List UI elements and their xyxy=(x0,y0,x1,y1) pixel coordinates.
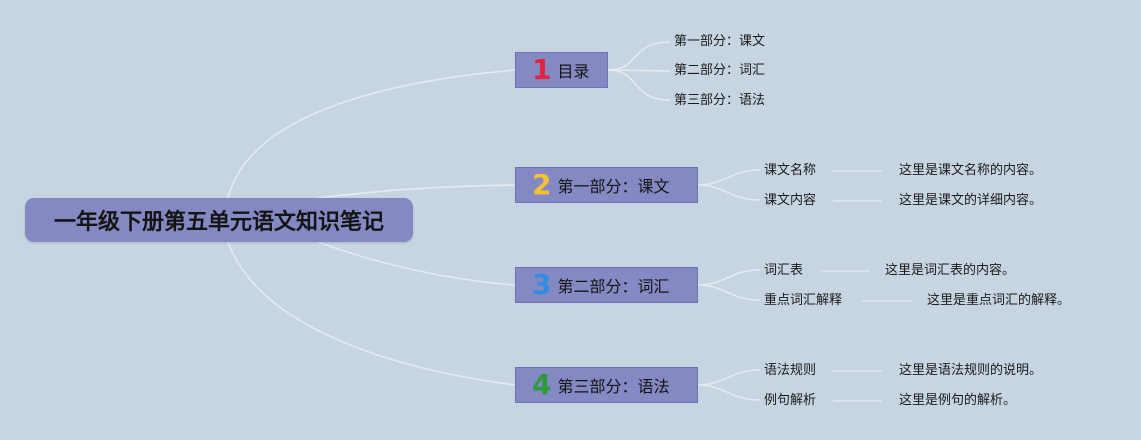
leaf-detail[interactable]: 这里是重点词汇的解释。 xyxy=(927,293,1071,308)
leaf-topic[interactable]: 第一部分：课文 xyxy=(674,34,766,49)
branch-node-4[interactable]: 4 第三部分：语法 xyxy=(515,367,698,403)
leaf-topic[interactable]: 例句解析 xyxy=(764,393,817,408)
leaf-topic[interactable]: 语法规则 xyxy=(764,363,817,378)
root-node[interactable]: 一年级下册第五单元语文知识笔记 xyxy=(25,198,413,242)
number-4-icon: 4 xyxy=(532,368,552,401)
branch-node-1[interactable]: 1 目录 xyxy=(515,52,608,88)
number-2-icon: 2 xyxy=(532,168,552,201)
leaf-detail[interactable]: 这里是语法规则的说明。 xyxy=(899,363,1043,378)
number-3-icon: 3 xyxy=(532,268,552,301)
leaf-detail[interactable]: 这里是词汇表的内容。 xyxy=(885,263,1016,278)
leaf-topic[interactable]: 词汇表 xyxy=(764,263,804,278)
leaf-topic[interactable]: 第二部分：词汇 xyxy=(674,63,766,78)
branch-node-2[interactable]: 2 第一部分：课文 xyxy=(515,167,698,203)
leaf-detail[interactable]: 这里是课文名称的内容。 xyxy=(899,163,1043,178)
branch-node-3[interactable]: 3 第二部分：词汇 xyxy=(515,267,698,303)
leaf-topic[interactable]: 课文内容 xyxy=(764,193,817,208)
root-title: 一年级下册第五单元语文知识笔记 xyxy=(53,210,384,235)
leaf-topic[interactable]: 第三部分：语法 xyxy=(674,93,766,108)
leaf-detail[interactable]: 这里是例句的解析。 xyxy=(899,393,1017,408)
branch-title: 第一部分：课文 xyxy=(557,177,670,196)
leaf-topic[interactable]: 重点词汇解释 xyxy=(764,293,843,308)
leaf-detail[interactable]: 这里是课文的详细内容。 xyxy=(899,193,1043,208)
number-1-icon: 1 xyxy=(532,53,552,86)
leaf-topic[interactable]: 课文名称 xyxy=(764,163,817,178)
branch-title: 第二部分：词汇 xyxy=(557,277,670,296)
branch-title: 第三部分：语法 xyxy=(557,377,670,396)
branch-title: 目录 xyxy=(557,62,590,81)
